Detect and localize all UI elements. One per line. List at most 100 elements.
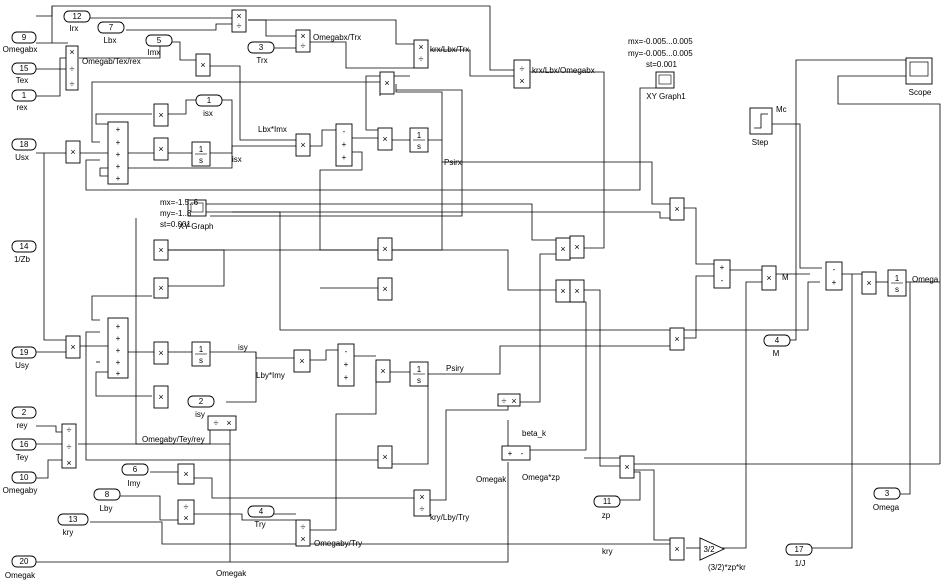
inport-rex[interactable]: 1 rex (11, 89, 37, 112)
inport-usx[interactable]: 18 Usx (11, 138, 37, 162)
multiply-block-isy-rey[interactable]: × (153, 341, 169, 365)
integrator-psirx[interactable]: 1 s (409, 127, 429, 153)
multiply-block-mid-2[interactable]: × (153, 277, 169, 299)
signal-wires (36, 5, 941, 563)
gain-block[interactable]: 3/2 (3/2)*zp*kr (699, 537, 746, 572)
inport-tex[interactable]: 15 Tex (11, 62, 37, 85)
integrator-blocks: 1 s 1 s 1 s 1 s 1 s (191, 127, 907, 387)
divide-block-omegaby-tey-rey-out[interactable]: ÷ × (207, 415, 237, 431)
multiply-block-m[interactable]: × (761, 265, 777, 291)
inport-lby[interactable]: 8 Lby (93, 488, 121, 513)
multiply-block-kry[interactable]: × (669, 537, 685, 561)
inport-lbx[interactable]: 7 Lbx (97, 21, 125, 45)
multiply-block-mid-5[interactable]: × (555, 237, 571, 261)
multiply-block-mid-8[interactable]: × (569, 279, 585, 303)
integrator-isx[interactable]: 1 s (191, 141, 211, 167)
svg-text:÷: ÷ (70, 64, 75, 74)
step-block[interactable]: Step (749, 107, 773, 147)
label-isy: isy (238, 343, 248, 352)
divide-block-omegaby-tey-rey[interactable]: ÷ ÷ × (61, 423, 77, 469)
inport-imx[interactable]: 5 Imx (145, 34, 173, 57)
outport-m[interactable]: 4 M (763, 334, 791, 358)
inport-imy[interactable]: 6 Imy (121, 463, 149, 488)
xy-graph-block[interactable]: XY Graph mx=-1.5..6 my=-1..8 st=0.001 (160, 198, 213, 231)
divide-block-omegabx-trx[interactable]: × ÷ (295, 29, 311, 53)
svg-text:isy: isy (195, 410, 205, 419)
xy-graph1-block[interactable]: XY Graph1 mx=-0.005...0.005 my=-0.005...… (628, 37, 693, 101)
sum-block-psirx[interactable]: - + + (335, 123, 353, 167)
multiply-block-usy[interactable]: × (65, 335, 81, 359)
inport-omegaby[interactable]: 10 Omegaby (3, 471, 38, 495)
sum-block-isy[interactable]: + + + + + (107, 317, 129, 379)
svg-text:×: × (519, 76, 524, 86)
inport-tey[interactable]: 16 Tey (11, 438, 37, 462)
multiply-block-mid-7[interactable]: × (569, 235, 585, 259)
divide-block-lby-kry[interactable]: ÷ × (177, 499, 195, 525)
multiply-block-isx-rex[interactable]: × (153, 103, 169, 127)
multiply-block-isy-feedback[interactable]: × (153, 385, 169, 409)
sum-block-torque[interactable]: + - (713, 259, 731, 289)
sum-block-isx[interactable]: + + + + + (107, 121, 129, 185)
multiply-block-x-feedback[interactable]: × (379, 71, 395, 95)
outport-isy[interactable]: 2 isy (187, 395, 215, 419)
sum-block-m-mc[interactable]: - + (825, 261, 843, 291)
inport-trx[interactable]: 3 Trx (247, 41, 275, 65)
svg-text:12: 12 (73, 12, 82, 21)
inport-1j[interactable]: 17 1/J (785, 543, 813, 568)
divide-block-omegab-tex[interactable]: × ÷ ÷ (65, 45, 79, 91)
multiply-block-psirx[interactable]: × (377, 127, 393, 151)
inport-zp[interactable]: 11 zp (593, 495, 621, 520)
multiply-block-torque-y[interactable]: × (669, 327, 685, 351)
svg-text:÷: ÷ (184, 502, 189, 512)
multiply-block-torque-x[interactable]: × (669, 197, 685, 221)
multiply-block-lbx-imx-isx[interactable]: × (295, 133, 311, 157)
multiply-block-usx[interactable]: × (65, 140, 81, 164)
svg-text:s: s (199, 356, 203, 365)
sum-block-omegak[interactable]: + - (501, 445, 531, 461)
inport-omegabx[interactable]: 9 Omegabx (3, 31, 38, 54)
scope-block[interactable]: Scope (905, 57, 933, 97)
multiply-block-lby-imy-isy[interactable]: × (293, 349, 311, 373)
svg-text:-: - (343, 127, 346, 136)
divide-block-krx-lbx-trx[interactable]: × ÷ (413, 39, 429, 69)
inport-omegak[interactable]: 20 Omegak (5, 555, 37, 580)
multiply-block-y-feedback[interactable]: × (377, 445, 393, 469)
svg-text:rey: rey (16, 421, 27, 430)
multiply-block-mid-3[interactable]: × (377, 237, 393, 261)
svg-text:+: + (508, 449, 513, 458)
multiply-block-1j[interactable]: × (861, 271, 877, 295)
multiply-block-mid-1[interactable]: × (153, 239, 169, 261)
svg-text:×: × (158, 283, 163, 293)
inport-irx[interactable]: 12 Irx (63, 10, 91, 33)
multiply-block-isx-gain[interactable]: × (153, 137, 169, 161)
label-psiry: Psiry (446, 364, 464, 373)
divide-block-krx-lbx-omegabx[interactable]: ÷ × (513, 59, 531, 89)
inport-usy[interactable]: 19 Usy (11, 346, 37, 370)
integrator-psiry[interactable]: 1 s (409, 361, 429, 387)
multiply-block-psiry[interactable]: × (375, 359, 391, 383)
inport-kry[interactable]: 13 kry (57, 513, 89, 537)
svg-text:×: × (866, 278, 871, 288)
sum-block-psiry[interactable]: - + + (337, 343, 355, 387)
outport-omega[interactable]: 3 Omega (873, 487, 901, 512)
multiply-block-lbx-imx[interactable]: × (195, 53, 211, 77)
inport-rey[interactable]: 2 rey (11, 406, 37, 430)
multiply-block-mid-6[interactable]: × (555, 279, 571, 303)
divide-block-omegaby-try[interactable]: ÷ × (295, 519, 311, 547)
multiply-block-lby-imy[interactable]: × (177, 463, 195, 485)
inport-try[interactable]: 4 Try (247, 505, 275, 529)
integrator-isy[interactable]: 1 s (191, 341, 211, 367)
multiply-block-omega-zp[interactable]: × (619, 455, 635, 479)
outport-isx[interactable]: 1 isx (195, 94, 223, 118)
multiply-block-mid-4[interactable]: × (377, 277, 393, 301)
divide-block-kry-lby-try[interactable]: × ÷ (413, 489, 431, 517)
inport-1zb[interactable]: 14 1/Zb (11, 240, 37, 264)
svg-text:Imy: Imy (128, 479, 141, 488)
label-psirx: Psirx (444, 158, 462, 167)
svg-text:×: × (226, 418, 231, 428)
divide-block-beta-k[interactable]: ÷ × (497, 393, 521, 407)
svg-text:×: × (299, 356, 304, 366)
divide-block-irx-lbx[interactable]: × ÷ (231, 9, 247, 33)
integrator-omega[interactable]: 1 s (887, 269, 907, 297)
